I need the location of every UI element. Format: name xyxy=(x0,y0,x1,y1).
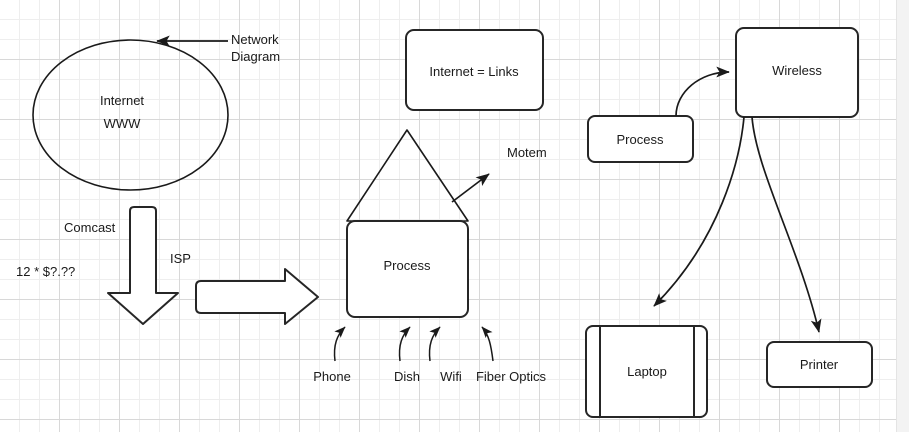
comcast-isp-down-arrow[interactable] xyxy=(107,206,179,325)
printer-box[interactable] xyxy=(766,341,873,388)
left-process-label: Process xyxy=(617,132,664,147)
internet-links-box[interactable] xyxy=(405,29,544,111)
left-process-box[interactable] xyxy=(587,115,694,163)
network-diagram-label-line2: Diagram xyxy=(231,49,280,64)
laptop-box[interactable] xyxy=(585,325,708,418)
comcast-label: Comcast xyxy=(64,220,116,235)
wireless-to-laptop-arrow[interactable] xyxy=(653,116,745,307)
isp-to-modem-right-arrow[interactable] xyxy=(195,268,319,325)
price-label: 12 * $?.?? xyxy=(16,264,75,279)
wifi-input-arrow[interactable] xyxy=(428,326,441,362)
house-process-box[interactable] xyxy=(346,220,469,318)
motem-label: Motem xyxy=(507,145,547,160)
phone-input-arrow[interactable] xyxy=(333,326,346,362)
canvas-right-gutter xyxy=(896,0,909,432)
isp-label: ISP xyxy=(170,251,191,266)
phone-label: Phone xyxy=(313,369,351,384)
network-diagram-label-line1: Network xyxy=(231,32,279,47)
internet-links-label: Internet = Links xyxy=(429,64,519,79)
motem-callout-arrow[interactable] xyxy=(451,173,490,203)
wifi-label: Wifi xyxy=(440,369,462,384)
wireless-label: Wireless xyxy=(772,63,822,78)
printer-label: Printer xyxy=(800,357,839,372)
modem-roof-triangle[interactable] xyxy=(346,129,469,222)
fiber-optics-input-arrow[interactable] xyxy=(481,326,494,362)
wireless-box[interactable] xyxy=(735,27,859,118)
internet-cloud-label-line1: Internet xyxy=(100,93,144,108)
dish-input-arrow[interactable] xyxy=(398,326,411,362)
wireless-to-printer-arrow[interactable] xyxy=(751,116,822,333)
process-to-wireless-arrow[interactable] xyxy=(675,66,730,117)
laptop-label: Laptop xyxy=(627,364,667,379)
internet-cloud-ellipse[interactable] xyxy=(32,39,229,191)
house-process-label: Process xyxy=(384,258,431,273)
fiber-optics-label: Fiber Optics xyxy=(476,369,547,384)
dish-label: Dish xyxy=(394,369,420,384)
internet-cloud-label-line2: WWW xyxy=(104,116,142,131)
